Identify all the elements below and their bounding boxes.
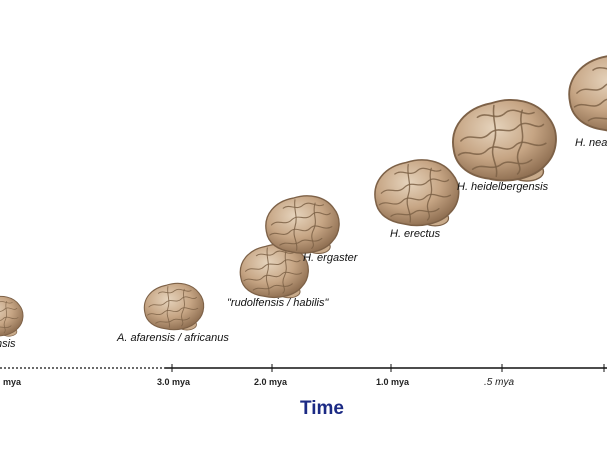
brain-fold [269, 225, 333, 236]
brain-fold [244, 259, 301, 272]
tick-label-2mya: 2.0 mya [254, 377, 288, 387]
brain-fold [147, 307, 199, 316]
brain-rudolfensis [239, 243, 309, 299]
brain-sahelanthropus [0, 295, 24, 337]
axis-title: Time [300, 398, 345, 419]
brain-fold [380, 178, 450, 194]
brain-afarensis [143, 282, 205, 331]
brain-fold [471, 159, 533, 171]
brain-fold [270, 211, 331, 226]
brain-fold [390, 207, 440, 217]
brain-fold [587, 117, 607, 122]
species-label-neanderthalensis: H. nea [575, 137, 607, 149]
axis-tick-marks [171, 364, 605, 372]
brain-fold [155, 317, 191, 324]
brain-fold [0, 325, 12, 329]
brain-fold [282, 202, 325, 209]
brain-fold [243, 271, 303, 282]
brain-fold [255, 250, 295, 257]
brain-fold [460, 122, 545, 142]
brain-fold [252, 283, 293, 291]
brain-heidelbergensis [452, 99, 557, 182]
brain-fold [573, 98, 607, 108]
brain-fold [181, 288, 185, 327]
tick-label-early: mya [3, 377, 22, 387]
brain-fold [311, 202, 316, 250]
brain-neanderthalensis [568, 55, 607, 132]
tick-label-3mya: 3.0 mya [157, 377, 191, 387]
brain-fold [157, 288, 192, 294]
brain-fold [426, 167, 433, 221]
species-label-sahelanthropus: nsis [0, 338, 16, 350]
brain-fold [3, 301, 7, 334]
brain-fold [394, 167, 442, 175]
species-label-erectus: H. erectus [390, 228, 441, 240]
brain-fold [279, 237, 323, 246]
species-label-afarensis: A. afarensis / africanus [117, 332, 229, 344]
brain-fold [476, 109, 535, 119]
brain-fold [0, 307, 18, 312]
species-label-heidelbergensis: H. heidelbergensis [457, 181, 549, 193]
brain-fold [282, 250, 287, 294]
brain-fold [148, 296, 197, 308]
brain-fold [0, 316, 19, 321]
brain-fold [457, 141, 547, 156]
brain-fold [378, 193, 452, 206]
brain-fold [491, 104, 498, 178]
brain-fold [293, 199, 298, 251]
brain-fold [592, 67, 607, 71]
brain-fold [265, 247, 270, 296]
brain-fold [516, 109, 524, 175]
brain-fold [166, 286, 170, 328]
brain-ergaster [265, 195, 340, 255]
brain-fold [576, 83, 607, 94]
brain-fold [0, 301, 13, 304]
species-label-rudolfensis: "rudolfensis / habilis" [227, 297, 329, 309]
tick-label-05mya: .5 mya [484, 377, 515, 388]
tick-label-1mya: 1.0 mya [376, 377, 410, 387]
brain-erectus [374, 159, 460, 227]
brain-fold [406, 163, 412, 223]
species-label-ergaster: H. ergaster [303, 252, 358, 264]
